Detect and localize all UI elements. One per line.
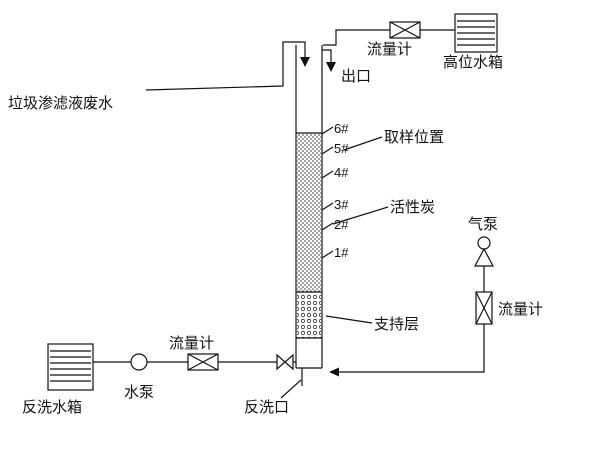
support-layer-label: 支持层 (374, 316, 419, 333)
high-tank-label: 高位水箱 (443, 54, 503, 71)
feed-arrow-icon (300, 57, 310, 67)
backwash-port-label: 反洗口 (244, 399, 289, 416)
flow-meter-air-icon (475, 291, 493, 325)
sample-port-label: 5# (334, 141, 349, 156)
air-pump-label: 气泵 (468, 216, 498, 233)
sample-port-label: 3# (334, 197, 349, 212)
backwash-circuit: 反洗水箱 水泵 流量计 反洗口 (22, 335, 303, 416)
carbon-pointer (332, 206, 389, 225)
sample-port-label: 4# (334, 165, 349, 180)
backwash-tank-icon (47, 343, 94, 391)
flow-meter-air-label: 流量计 (498, 301, 543, 318)
sampling-ports: 6# 5# 4# 3# 2# 1# (321, 121, 349, 260)
support-layer-bed (297, 293, 321, 338)
water-pump-label: 水泵 (124, 384, 154, 401)
activated-carbon-bed (297, 134, 321, 292)
flow-meter-top-icon (389, 21, 421, 39)
sampling-label: 取样位置 (384, 129, 444, 146)
support-pointer (325, 315, 373, 324)
adsorption-column (295, 45, 323, 369)
flow-meter-backwash-label: 流量计 (169, 335, 214, 352)
sampling-pointer (343, 136, 383, 151)
backwash-port-pointer (280, 379, 302, 399)
feed-line: 垃圾渗滤液废水 (8, 41, 310, 112)
high-tank-circuit: 流量计 高位水箱 (323, 13, 503, 71)
callouts: 取样位置 活性炭 支持层 (325, 129, 444, 333)
tank-pipe-left (323, 29, 390, 46)
feed-pipe (145, 41, 306, 91)
air-arrow-icon (329, 367, 339, 377)
activated-carbon-label: 活性炭 (390, 199, 435, 216)
outlet-arrow-icon (326, 62, 336, 72)
high-tank-icon (454, 13, 498, 53)
sample-port-label: 6# (334, 121, 349, 136)
air-pipe-lower (339, 324, 485, 373)
sample-port-label: 1# (334, 245, 349, 260)
feed-label: 垃圾渗滤液废水 (8, 95, 113, 112)
flow-meter-backwash-icon (187, 353, 219, 371)
outlet: 出口 (322, 49, 371, 85)
backwash-tank-label: 反洗水箱 (22, 399, 82, 416)
air-circuit: 气泵 流量计 (329, 216, 543, 377)
water-pump-icon (130, 353, 148, 371)
outlet-pipe (322, 49, 332, 63)
air-pump-icon (474, 236, 494, 267)
backwash-valve-icon (276, 353, 294, 371)
flow-meter-top-label: 流量计 (367, 41, 412, 58)
outlet-label: 出口 (341, 68, 371, 85)
